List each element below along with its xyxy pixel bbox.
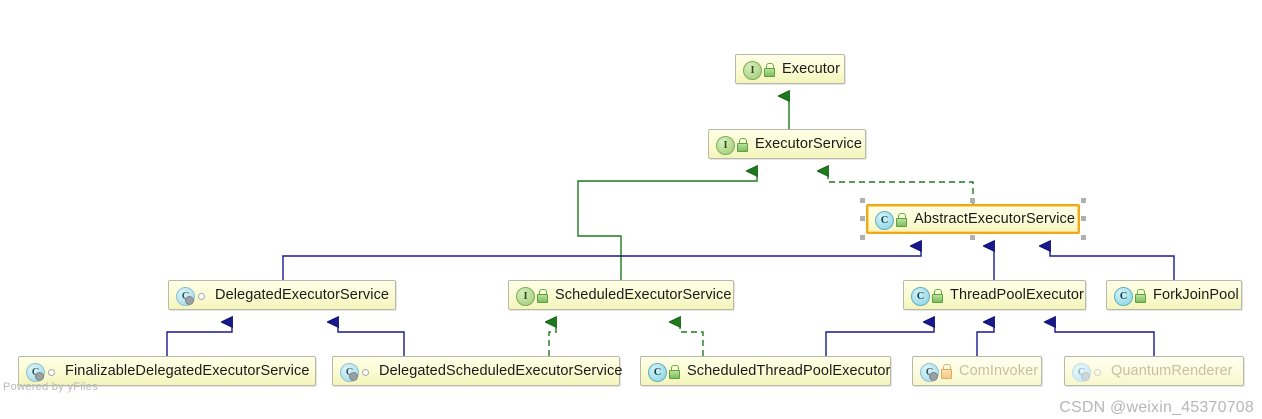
class-c-package-icon: C xyxy=(340,362,359,382)
class-node-label: FinalizableDelegatedExecutorService xyxy=(65,363,310,379)
selection-handle-n[interactable] xyxy=(970,198,975,203)
class-node-com-invoker[interactable]: C ComInvoker xyxy=(912,356,1042,386)
edge-abstractExecutorService-to-executorService xyxy=(828,171,974,204)
class-node-label: ThreadPoolExecutor xyxy=(950,287,1084,303)
class-node-label: DelegatedExecutorService xyxy=(215,287,390,303)
class-node-scheduled-executor-service[interactable]: I ScheduledExecutorService xyxy=(508,280,734,310)
class-node-label: AbstractExecutorService xyxy=(914,211,1076,227)
package-private-circle-icon xyxy=(360,364,373,379)
selection-handle-ne[interactable] xyxy=(1081,198,1086,203)
class-c-package-icon: C xyxy=(26,362,45,382)
class-c-icon: C xyxy=(875,210,894,230)
edge-scheduledExecutorService-to-executorService xyxy=(577,171,757,280)
lock-open-green-icon xyxy=(668,364,681,379)
class-node-label: ForkJoinPool xyxy=(1153,287,1239,303)
selection-handle-nw[interactable] xyxy=(860,198,865,203)
edge-delegatedExecutorService-to-abstractExecutorService xyxy=(282,246,921,280)
class-node-thread-pool-executor[interactable]: C ThreadPoolExecutor xyxy=(903,280,1086,310)
selection-handle-w[interactable] xyxy=(860,216,865,221)
edge-delegatedScheduledExecutorService-to-scheduledExecutorService xyxy=(549,322,556,356)
class-node-label: ExecutorService xyxy=(755,136,863,152)
class-c-faint-icon: C xyxy=(1072,362,1091,382)
lock-open-green-icon xyxy=(931,288,944,303)
edge-forkJoinPool-to-abstractExecutorService xyxy=(1050,246,1175,280)
lock-open-green-icon xyxy=(895,212,908,227)
class-node-fork-join-pool[interactable]: C ForkJoinPool xyxy=(1106,280,1242,310)
selection-handle-s[interactable] xyxy=(970,235,975,240)
package-private-circle-faint-icon xyxy=(1092,364,1105,379)
class-node-quantum-renderer[interactable]: C QuantumRenderer xyxy=(1064,356,1244,386)
yfiles-watermark: Powered by yFiles xyxy=(3,381,98,393)
edge-delegatedScheduledExecutorService-to-delegatedExecutorService xyxy=(338,322,405,356)
class-node-executor-service[interactable]: I ExecutorService xyxy=(708,129,866,159)
class-node-label: Executor xyxy=(782,61,841,77)
lock-open-green-icon xyxy=(763,62,776,77)
package-private-circle-icon xyxy=(46,364,59,379)
selection-handle-se[interactable] xyxy=(1081,235,1086,240)
edge-finalizableDelegatedExecutorService-to-delegatedExecutorService xyxy=(166,322,232,356)
class-node-delegated-executor-service[interactable]: C DelegatedExecutorService xyxy=(168,280,396,310)
selection-handle-e[interactable] xyxy=(1081,216,1086,221)
csdn-watermark: CSDN @weixin_45370708 xyxy=(1059,399,1254,416)
edge-scheduledThreadPoolExecutor-to-threadPoolExecutor xyxy=(825,322,934,356)
class-c-icon: C xyxy=(1114,286,1133,306)
class-node-delegated-scheduled-executor-service[interactable]: C DelegatedScheduledExecutorService xyxy=(332,356,623,386)
class-node-label: ScheduledThreadPoolExecutor xyxy=(687,363,891,379)
selection-handles[interactable] xyxy=(860,198,1086,240)
interface-i-icon: I xyxy=(743,60,762,80)
class-node-label: ComInvoker xyxy=(959,363,1039,379)
class-node-label: QuantumRenderer xyxy=(1111,363,1233,379)
lock-open-green-icon xyxy=(536,288,549,303)
edge-scheduledThreadPoolExecutor-to-scheduledExecutorService xyxy=(680,322,704,356)
class-c-icon: C xyxy=(911,286,930,306)
edge-comInvoker-to-threadPoolExecutor xyxy=(976,322,994,356)
selection-handle-sw[interactable] xyxy=(860,235,865,240)
class-node-label: ScheduledExecutorService xyxy=(555,287,732,303)
interface-i-icon: I xyxy=(716,135,735,155)
class-node-abstract-executor-service[interactable]: C AbstractExecutorService xyxy=(866,204,1080,234)
class-node-executor[interactable]: I Executor xyxy=(735,54,845,84)
edge-quantumRenderer-to-threadPoolExecutor xyxy=(1055,322,1155,356)
interface-i-icon: I xyxy=(516,286,535,306)
class-c-icon: C xyxy=(648,362,667,382)
class-node-scheduled-thread-pool-executor[interactable]: C ScheduledThreadPoolExecutor xyxy=(640,356,891,386)
lock-orange-icon xyxy=(940,363,953,379)
package-private-circle-icon xyxy=(196,288,209,303)
class-c-package-icon: C xyxy=(920,362,939,382)
class-node-finalizable-delegated-executor-service[interactable]: C FinalizableDelegatedExecutorService xyxy=(18,356,316,386)
lock-open-green-icon xyxy=(736,137,749,152)
class-node-label: DelegatedScheduledExecutorService xyxy=(379,363,623,379)
class-c-package-icon: C xyxy=(176,286,195,306)
lock-open-green-icon xyxy=(1134,288,1147,303)
